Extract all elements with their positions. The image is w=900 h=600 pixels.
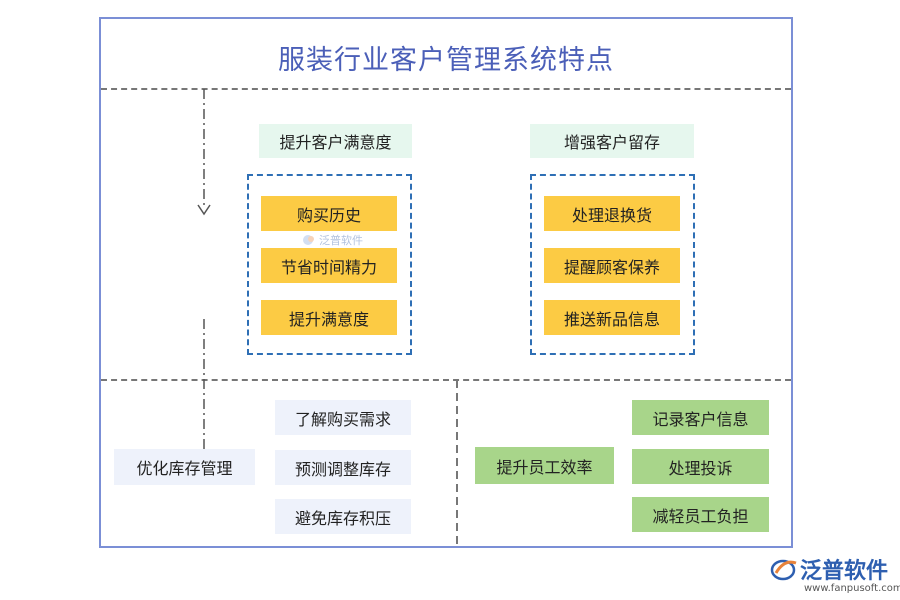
bottom-right-item-1: 处理投诉 (632, 449, 769, 484)
separator-middle (101, 379, 791, 381)
top-left-item-2: 提升满意度 (261, 300, 397, 335)
bottom-left-item-1: 预测调整库存 (275, 450, 411, 485)
bottom-left-label: 优化库存管理 (114, 449, 255, 485)
bottom-left-item-2: 避免库存积压 (275, 499, 411, 534)
brand-logo: 泛普软件 www.fanpusoft.com (770, 553, 900, 597)
top-right-group (530, 174, 695, 355)
diagram-frame (99, 17, 793, 548)
bottom-right-item-2: 减轻员工负担 (632, 497, 769, 532)
top-right-item-0: 处理退换货 (544, 196, 680, 231)
brand-logo-url: www.fanpusoft.com (804, 583, 900, 594)
top-left-group (247, 174, 412, 355)
separator-top (101, 88, 791, 90)
brand-logo-name: 泛普软件 (800, 559, 889, 584)
watermark-text: 泛普软件 (319, 234, 363, 247)
watermark: 泛普软件 (302, 232, 363, 248)
bottom-right-label: 提升员工效率 (475, 447, 614, 484)
separator-bottom-vertical (456, 380, 458, 548)
top-right-header: 增强客户留存 (530, 124, 694, 158)
top-left-header: 提升客户满意度 (259, 124, 412, 158)
bottom-right-item-0: 记录客户信息 (632, 400, 769, 435)
top-right-item-1: 提醒顾客保养 (544, 248, 680, 283)
top-left-item-0: 购买历史 (261, 196, 397, 231)
top-left-item-1: 节省时间精力 (261, 248, 397, 283)
bottom-left-item-0: 了解购买需求 (275, 400, 411, 435)
logo-mark-icon (303, 235, 314, 245)
top-right-item-2: 推送新品信息 (544, 300, 680, 335)
flow-arrow (197, 89, 211, 454)
arrow-down-icon (197, 204, 211, 216)
brand-logo-icon (770, 559, 797, 581)
diagram-title: 服装行业客户管理系统特点 (278, 45, 614, 76)
